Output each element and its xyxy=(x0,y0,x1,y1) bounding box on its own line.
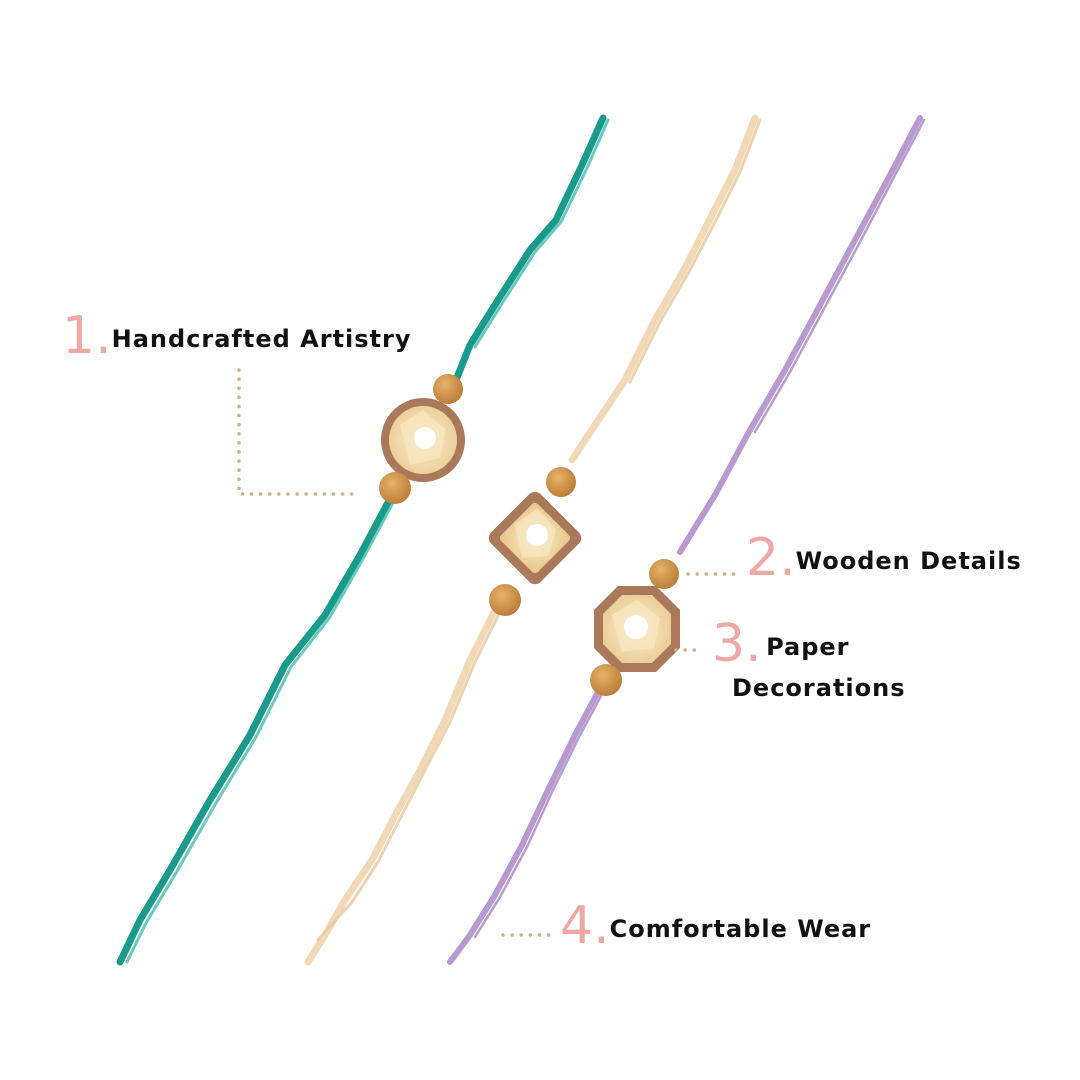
lilac-thread-lower xyxy=(447,689,601,965)
callout-label-3-line2: Decorations xyxy=(732,674,906,702)
cream-thread-lower-strand xyxy=(316,610,502,942)
cream-thread-upper-strand xyxy=(628,118,762,384)
leader-1 xyxy=(237,368,357,496)
callout-label-2: Wooden Details xyxy=(795,547,1022,575)
teal-bead-bottom xyxy=(379,472,411,504)
cream-rakhi xyxy=(304,114,762,966)
callout-wooden-details: 2.Wooden Details xyxy=(746,528,1022,588)
callout-label-3-line1: Paper xyxy=(766,633,850,661)
callout-label-1: Handcrafted Artistry xyxy=(111,325,412,353)
callout-comfortable-wear: 4.Comfortable Wear xyxy=(560,896,871,956)
lilac-rakhi xyxy=(447,115,926,965)
teal-thread-lower-strand xyxy=(125,495,398,964)
callout-number-3: 3. xyxy=(712,614,762,674)
teal-core-hole xyxy=(414,427,436,449)
callout-number-2: 2. xyxy=(746,528,796,588)
callout-handcrafted-artistry: 1.Handcrafted Artistry xyxy=(62,306,412,366)
teal-thread-upper-strand xyxy=(473,118,610,349)
callout-paper-decorations-line2: Decorations xyxy=(732,674,906,702)
dotted-leaders xyxy=(237,368,740,937)
lilac-thread-lower-strand xyxy=(473,692,604,939)
callout-label-4: Comfortable Wear xyxy=(609,915,872,943)
cream-bead-bottom xyxy=(489,584,521,616)
cream-core-hole xyxy=(526,524,548,546)
lilac-bead-bottom xyxy=(590,664,622,696)
lilac-thread-upper xyxy=(677,115,923,555)
callout-paper-decorations: 3. Paper xyxy=(712,614,850,674)
lilac-thread-upper-strand xyxy=(753,118,926,434)
teal-thread-lower xyxy=(116,491,396,966)
lilac-core-hole xyxy=(624,615,648,639)
callout-number-4: 4. xyxy=(560,896,610,956)
cream-thread-upper xyxy=(568,114,759,464)
lilac-bead-top xyxy=(649,559,679,589)
teal-bead-top xyxy=(433,374,463,404)
cream-bead-top xyxy=(546,467,576,497)
teal-thread-upper xyxy=(448,114,607,394)
cream-thread-lower xyxy=(304,606,499,966)
callout-number-1: 1. xyxy=(62,306,112,366)
teal-rakhi xyxy=(116,114,610,966)
